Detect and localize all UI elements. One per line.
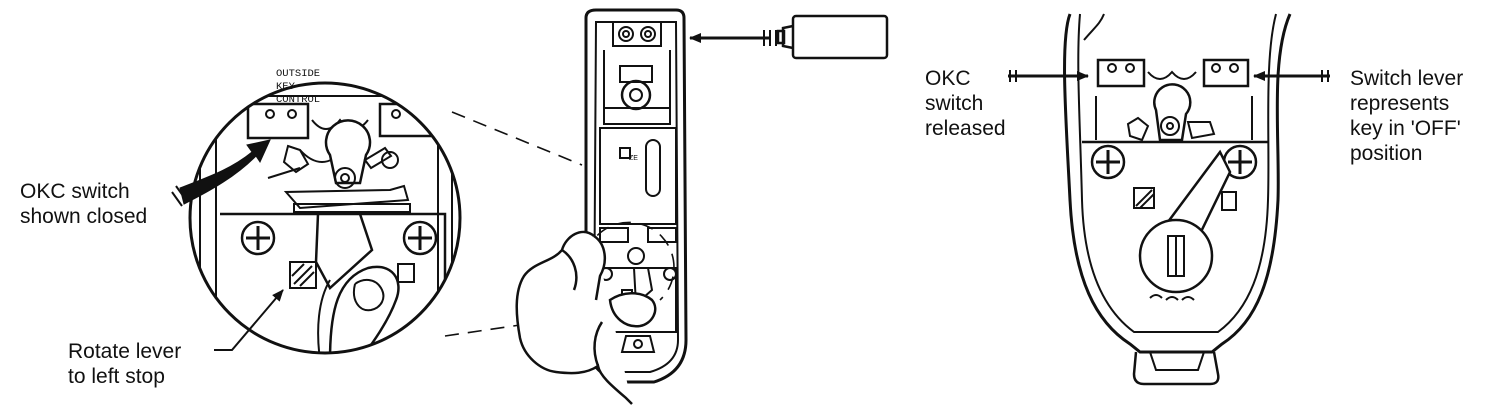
okc-closed-line-1: OKC switch	[20, 180, 130, 203]
inside-view	[1063, 13, 1292, 386]
svg-text:ZE: ZE	[629, 155, 638, 162]
switch-lever-label: Switch lever represents key in 'OFF' pos…	[1350, 66, 1463, 166]
okc-closed-line-2: shown closed	[20, 205, 148, 228]
rotate-lever-line-1: Rotate lever	[68, 340, 182, 363]
okc-released-line-3: released	[925, 117, 1006, 140]
switch-lever-line-3: key in 'OFF'	[1350, 117, 1461, 140]
rotate-lever-label: Rotate lever to left stop	[68, 339, 181, 389]
magnified-detail	[188, 81, 462, 355]
okc-released-line-2: switch	[925, 92, 984, 115]
switch-lever-line-1: Switch lever	[1350, 67, 1464, 90]
battery-insert-arrow	[689, 30, 777, 46]
okc-released-label: OKC switch released	[925, 66, 1006, 141]
switch-lever-arrow	[1253, 70, 1330, 82]
switch-lever-line-4: position	[1350, 142, 1423, 165]
curved-arrow-icon	[179, 139, 271, 205]
battery-icon	[776, 14, 889, 60]
rotate-lever-leader	[214, 289, 284, 351]
okc-closed-label: OKC switch shown closed	[20, 179, 147, 229]
okc-label-line-3: CONTROL	[276, 94, 320, 106]
rotate-lever-line-2: to left stop	[68, 365, 165, 388]
okc-released-arrow	[1008, 70, 1089, 82]
okc-released-line-1: OKC	[925, 67, 971, 90]
hand-icon	[515, 230, 657, 405]
switch-lever-line-2: represents	[1350, 92, 1450, 115]
okc-label-line-1: OUTSIDE	[276, 68, 320, 80]
okc-label-line-2: KEY	[276, 81, 296, 93]
